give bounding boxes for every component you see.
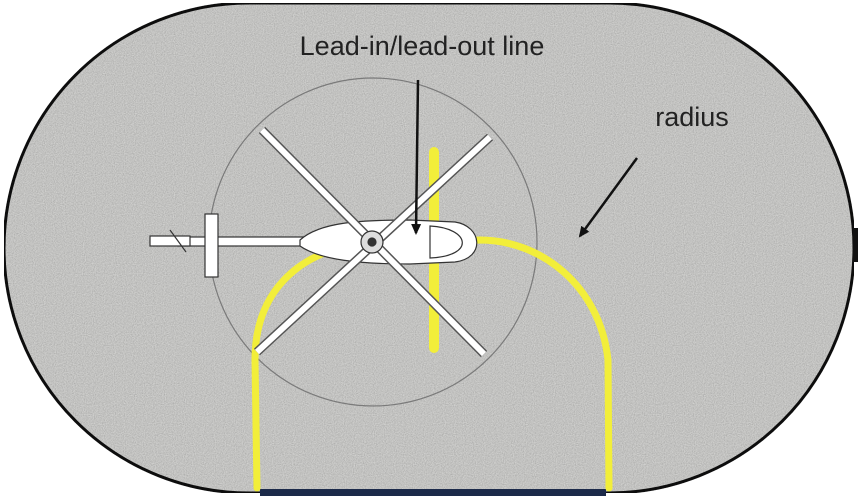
lead-line-label: Lead-in/lead-out line [300,31,545,61]
pad-bottom-edge [260,489,606,496]
lead-line-arrow [411,79,422,235]
helicopter-tail-fin [204,213,219,278]
touchdown-arc [251,236,613,492]
helicopter-cockpit [429,225,463,259]
helicopter-icon [149,126,494,358]
pad-edge-accent [853,228,858,262]
helicopter-tail-rotor [169,229,187,253]
radius-arrow [578,157,639,238]
helicopter-tail-stabilizer [149,235,191,247]
radius-label: radius [655,102,729,132]
helicopter-rotor-hub-center [367,237,377,247]
